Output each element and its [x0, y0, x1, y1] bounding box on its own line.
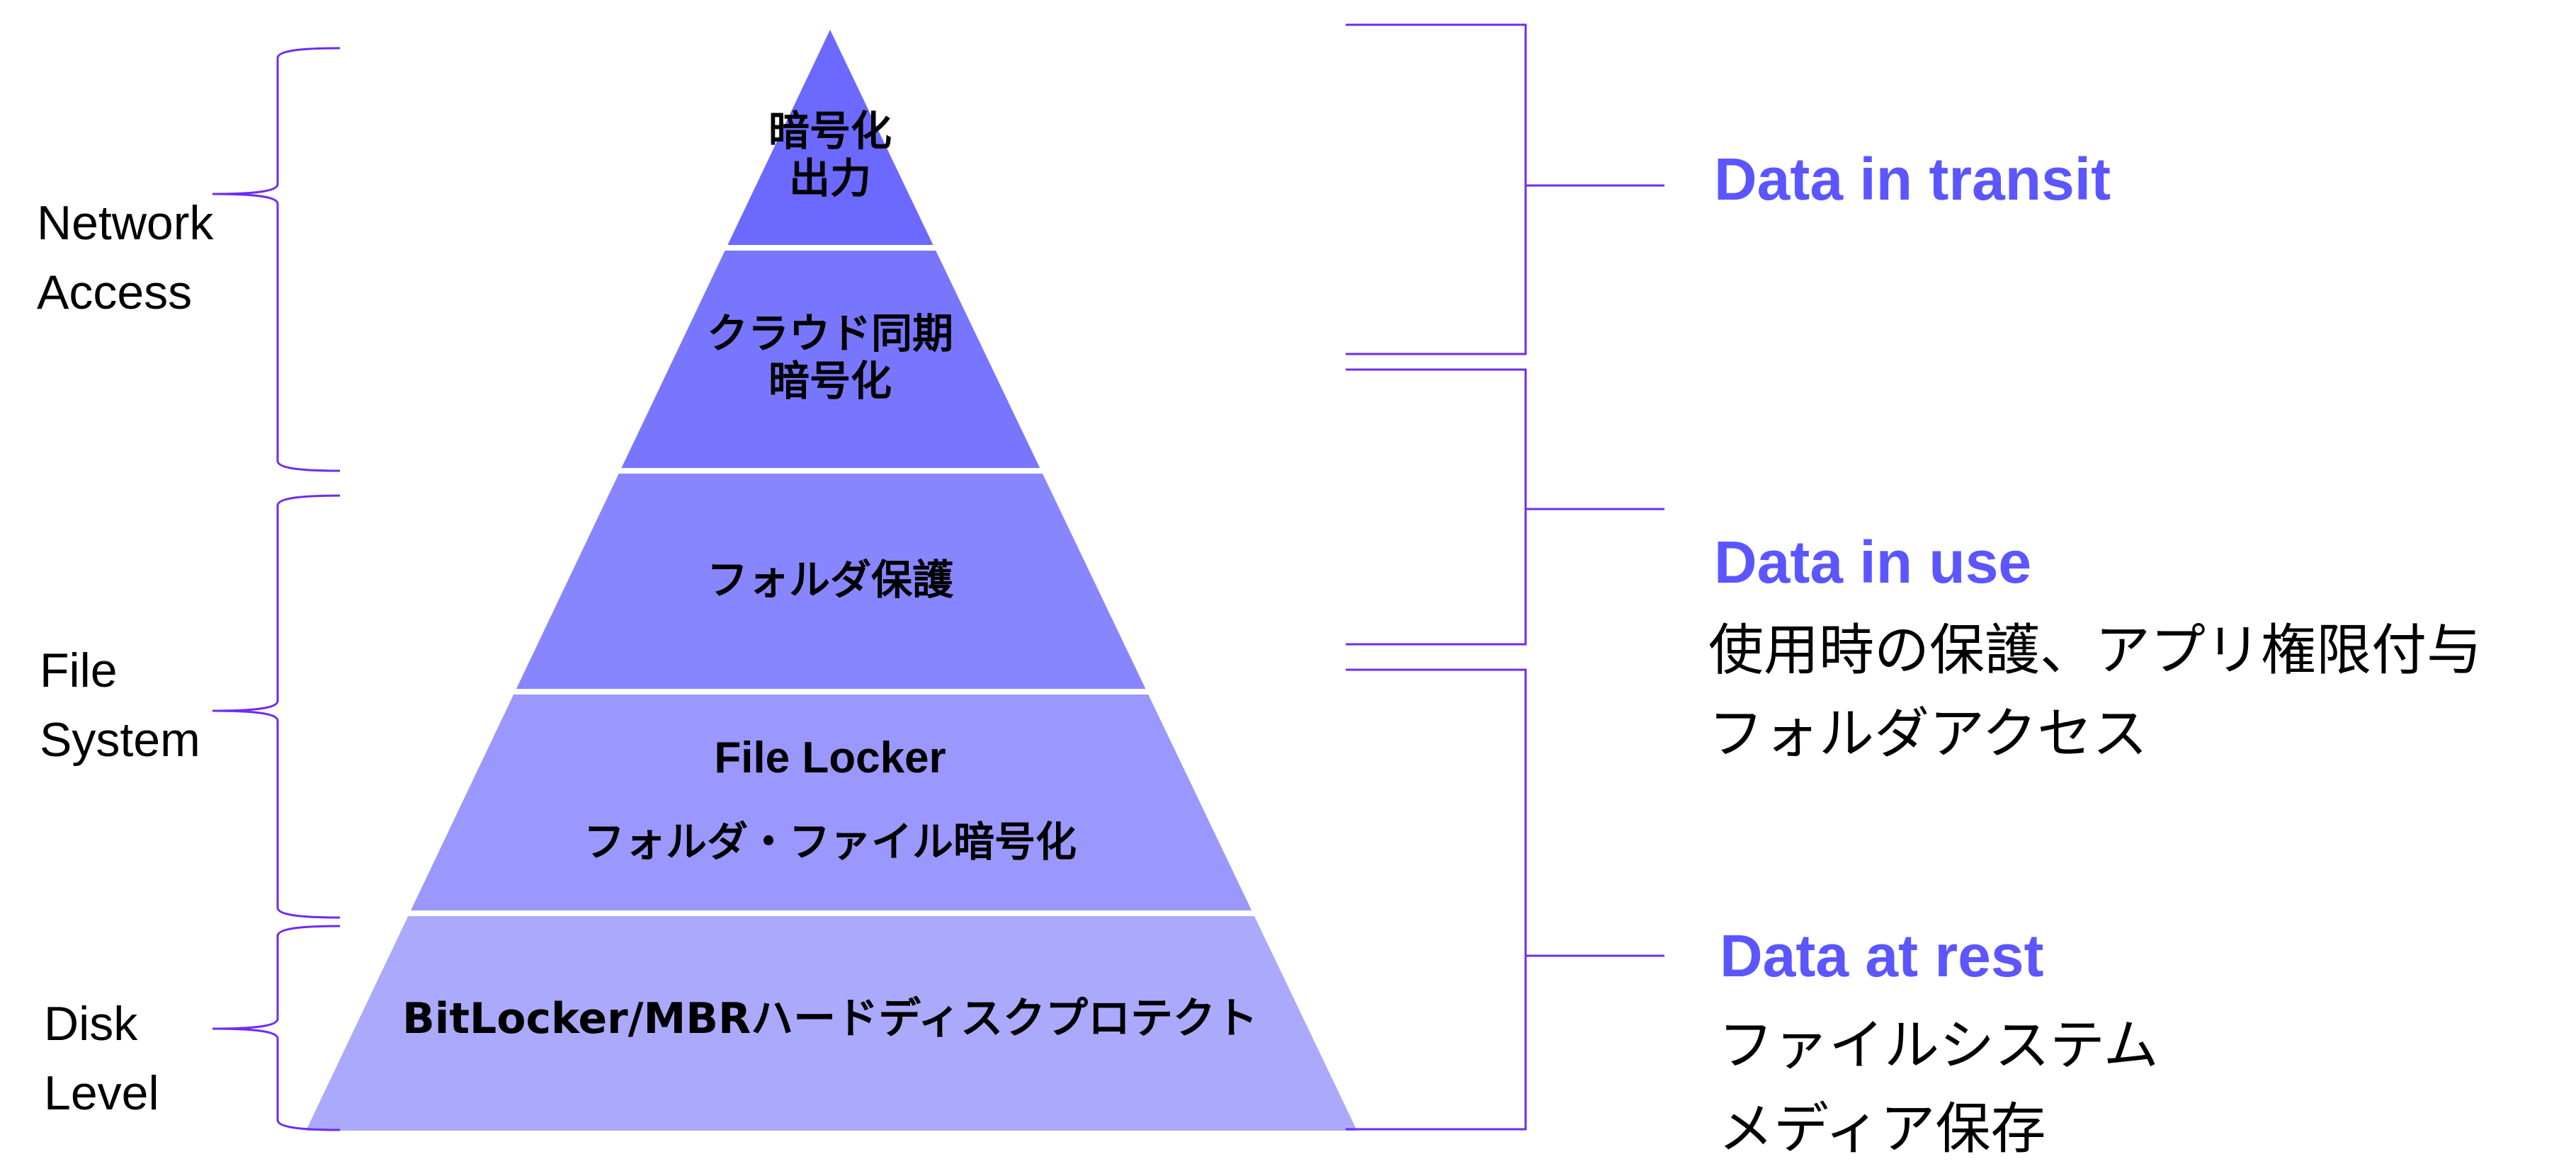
layer-line: BitLocker/MBRハードディスクプロテクト — [402, 994, 1258, 1044]
category-desc-data-in-use: 使用時の保護、アプリ権限付与 フォルダアクセス — [1708, 609, 2482, 776]
label-line: System — [40, 713, 200, 767]
layer-line: フォルダ・ファイル暗号化 — [583, 818, 1077, 866]
category-title-data-in-use: Data in use — [1714, 529, 2032, 595]
pyramid-layer-encrypted-output — [727, 30, 934, 245]
label-line: File — [40, 644, 118, 697]
desc-line: メディア保存 — [1718, 1097, 2046, 1161]
layer-label-folder-protection: フォルダ保護 — [582, 556, 1078, 604]
pyramid — [306, 30, 1357, 1131]
label-line: Network — [37, 196, 214, 250]
left-label-disk-level: Disk Level — [44, 989, 159, 1128]
bracket-data-in-use — [1346, 368, 1527, 646]
layer-line: 暗号化 — [768, 107, 892, 155]
label-line: Access — [37, 265, 193, 319]
bracket-data-at-rest — [1346, 668, 1527, 1131]
layer-line: 出力 — [788, 154, 871, 202]
label-line: Disk — [44, 997, 138, 1051]
pyramid-layer-bitlocker-mbr — [306, 916, 1357, 1131]
layer-line: File Locker — [714, 733, 946, 782]
desc-line: フォルダアクセス — [1708, 702, 2148, 766]
left-braces — [212, 47, 341, 1131]
category-title-data-in-transit: Data in transit — [1714, 146, 2111, 212]
layer-label-encrypted-output: 暗号化 出力 — [724, 108, 936, 202]
left-label-network-access: Network Access — [37, 188, 213, 327]
label-line: Level — [44, 1066, 159, 1120]
pyramid-layer-folder-protection — [516, 474, 1146, 689]
layer-label-bitlocker-mbr: BitLocker/MBRハードディスクプロテクト — [334, 995, 1326, 1044]
layer-label-file-locker: File Locker フォルダ・ファイル暗号化 — [476, 716, 1184, 884]
left-label-file-system: File System — [40, 636, 200, 775]
bracket-data-in-transit — [1346, 23, 1527, 355]
layer-line: 暗号化 — [768, 356, 892, 405]
brace-disk-level — [212, 925, 341, 1131]
layer-line: フォルダ保護 — [706, 556, 953, 604]
layer-label-cloud-sync-encryption: クラウド同期 暗号化 — [618, 310, 1043, 404]
layer-line: クラウド同期 — [706, 309, 953, 358]
category-title-data-at-rest: Data at rest — [1720, 922, 2044, 989]
pyramid-layer-cloud-sync-encryption — [621, 251, 1040, 468]
desc-line: ファイルシステム — [1718, 1014, 2159, 1078]
right-brackets — [1346, 23, 1664, 1131]
pyramid-layer-file-locker — [411, 695, 1252, 910]
category-desc-data-at-rest: ファイルシステム メディア保存 — [1718, 1004, 2159, 1171]
brace-network-access — [212, 47, 341, 472]
desc-line: 使用時の保護、アプリ権限付与 — [1708, 619, 2483, 682]
brace-file-system — [212, 494, 341, 919]
